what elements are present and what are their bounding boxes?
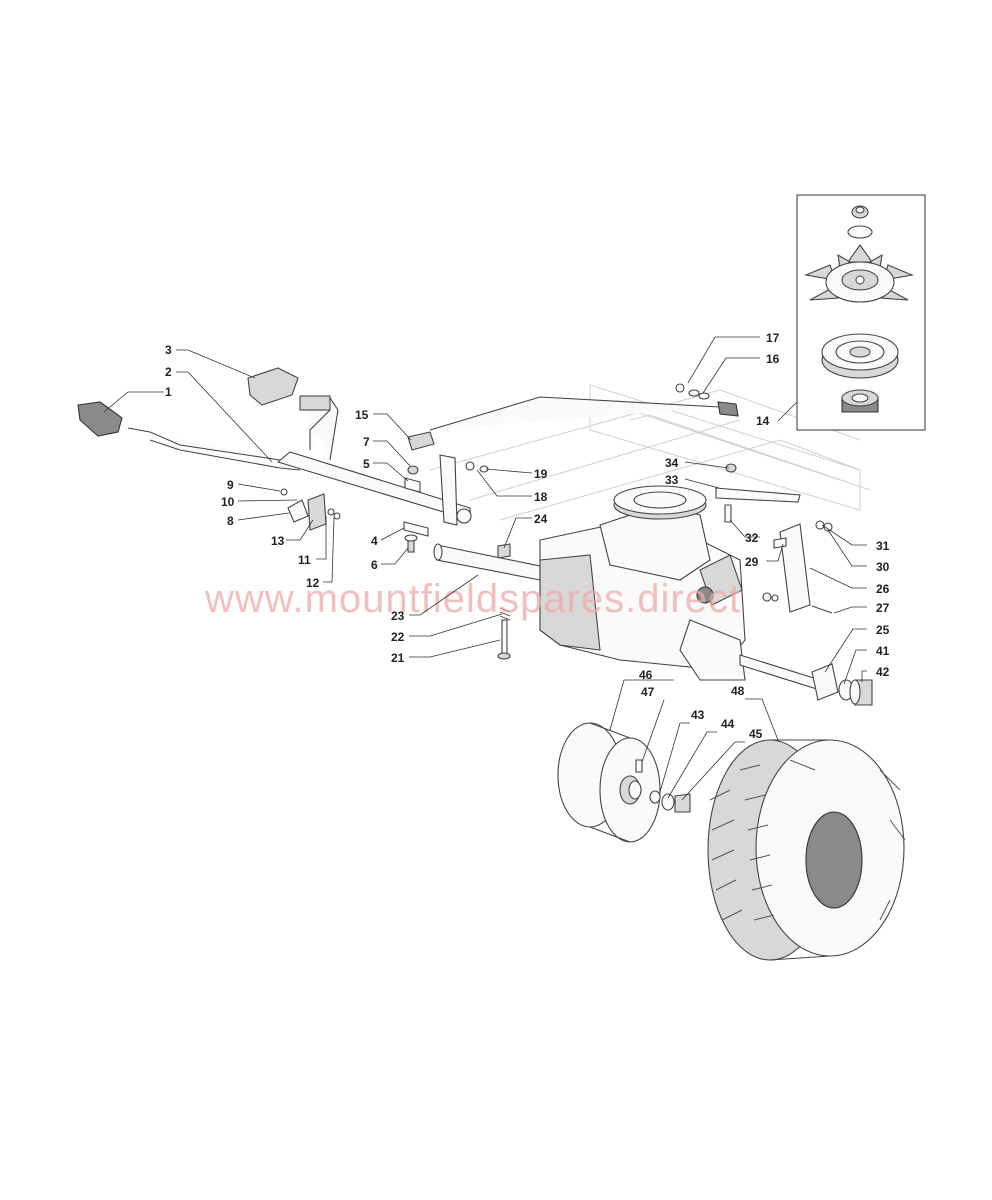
callout-34: 34 bbox=[665, 456, 679, 470]
callout-11: 11 bbox=[298, 553, 311, 567]
speed-control-rod bbox=[407, 383, 739, 451]
callout-46: 46 bbox=[639, 668, 653, 682]
callout-13: 13 bbox=[271, 534, 285, 548]
callout-12: 12 bbox=[306, 576, 320, 590]
callout-5: 5 bbox=[363, 457, 370, 471]
callout-9: 9 bbox=[227, 478, 234, 492]
callout-42: 42 bbox=[876, 665, 890, 679]
callout-48: 48 bbox=[731, 684, 745, 698]
callout-27: 27 bbox=[876, 601, 890, 615]
callout-26: 26 bbox=[876, 582, 890, 596]
callout-19: 19 bbox=[534, 467, 548, 481]
callout-24: 24 bbox=[534, 512, 548, 526]
callout-15: 15 bbox=[355, 408, 369, 422]
callout-43: 43 bbox=[691, 708, 705, 722]
fan-pulley-inset bbox=[796, 194, 926, 431]
control-lever-assembly bbox=[77, 367, 472, 524]
callout-22: 22 bbox=[391, 630, 405, 644]
callout-33: 33 bbox=[665, 473, 679, 487]
callout-47: 47 bbox=[641, 685, 655, 699]
callout-14: 14 bbox=[756, 414, 770, 428]
callout-45: 45 bbox=[749, 727, 763, 741]
callout-41: 41 bbox=[876, 644, 890, 658]
callout-4: 4 bbox=[371, 534, 378, 548]
callout-23: 23 bbox=[391, 609, 405, 623]
watermark: www.mountfieldspares.direct bbox=[204, 577, 741, 621]
callout-2: 2 bbox=[165, 365, 172, 379]
callout-17: 17 bbox=[766, 331, 780, 345]
callout-31: 31 bbox=[876, 539, 890, 553]
callout-8: 8 bbox=[227, 514, 234, 528]
callout-30: 30 bbox=[876, 560, 890, 574]
callout-7: 7 bbox=[363, 435, 370, 449]
callout-1: 1 bbox=[165, 385, 172, 399]
callout-6: 6 bbox=[371, 558, 378, 572]
callout-25: 25 bbox=[876, 623, 890, 637]
callout-32: 32 bbox=[745, 531, 759, 545]
callout-10: 10 bbox=[221, 495, 235, 509]
callout-21: 21 bbox=[391, 651, 405, 665]
leader-lines bbox=[103, 336, 867, 801]
callout-3: 3 bbox=[165, 343, 172, 357]
callout-labels: 1 2 3 4 5 6 7 8 9 10 11 12 13 14 15 16 1… bbox=[165, 331, 890, 741]
transmission-unit bbox=[433, 463, 873, 706]
tire bbox=[707, 739, 906, 961]
callout-29: 29 bbox=[745, 555, 759, 569]
bolt-and-spring bbox=[497, 607, 511, 660]
callout-18: 18 bbox=[534, 490, 548, 504]
callout-44: 44 bbox=[721, 717, 735, 731]
callout-16: 16 bbox=[766, 352, 780, 366]
bracket-parts bbox=[280, 454, 511, 559]
wheel-rim bbox=[557, 722, 691, 843]
